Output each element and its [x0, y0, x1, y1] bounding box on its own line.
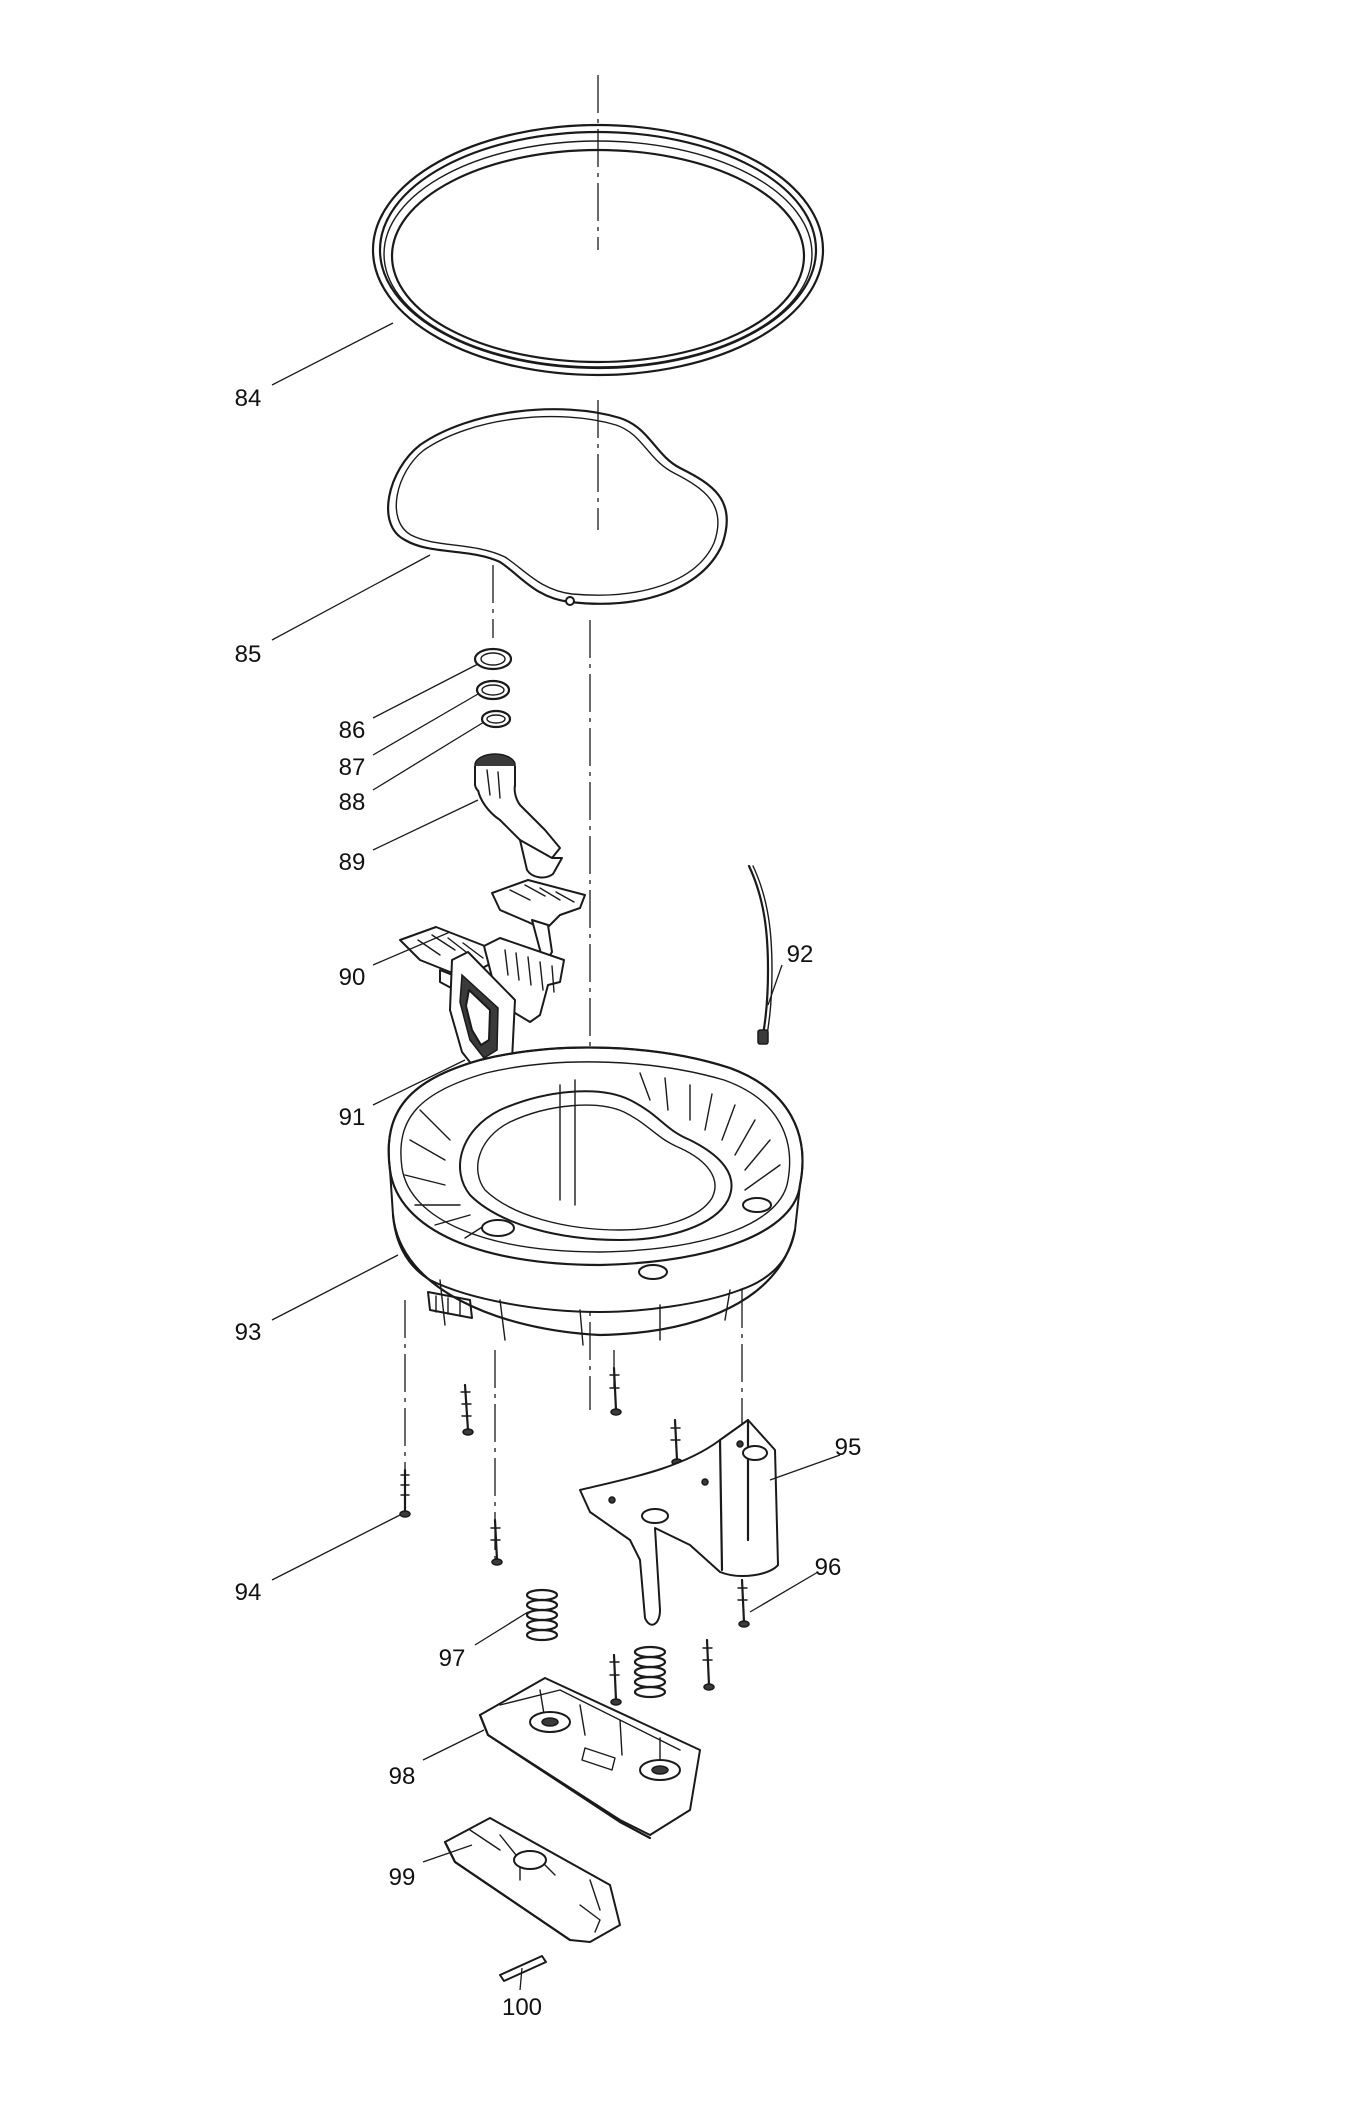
callout-97: 97 [439, 1645, 466, 1672]
wire-rod [747, 864, 773, 1045]
callout-85: 85 [235, 641, 262, 668]
callout-92: 92 [787, 941, 814, 968]
callout-96: 96 [815, 1554, 842, 1581]
pivot-pin [499, 1955, 547, 1982]
inner-gasket [387, 408, 728, 606]
compression-spring [525, 1588, 667, 1699]
screw-e [609, 1653, 622, 1706]
assembly-axes [404, 75, 743, 1560]
callout-94: 94 [235, 1579, 262, 1606]
o-ring-lower [480, 709, 512, 729]
hose-elbow [474, 753, 563, 879]
spring-right [633, 1645, 667, 1699]
outer-seal-ring [371, 123, 825, 377]
screw-bracket [737, 1578, 750, 1628]
callout-95: 95 [835, 1434, 862, 1461]
callout-100: 100 [502, 1994, 542, 2021]
screw-f [702, 1638, 715, 1691]
callout-98: 98 [389, 1763, 416, 1790]
callout-90: 90 [339, 964, 366, 991]
callout-86: 86 [339, 717, 366, 744]
screw-long [399, 1468, 411, 1518]
o-ring-upper [473, 647, 513, 671]
screw-c [609, 1366, 622, 1416]
callout-93: 93 [235, 1319, 262, 1346]
spring-left [525, 1588, 559, 1642]
o-rings [473, 647, 513, 729]
base-housing [387, 1046, 804, 1346]
o-ring-middle [475, 679, 511, 701]
screw-b [490, 1518, 503, 1566]
callout-87: 87 [339, 754, 366, 781]
callouts: 84 85 86 87 88 89 90 91 92 93 94 95 96 9… [235, 385, 862, 2021]
screw-d [670, 1418, 683, 1466]
callout-84: 84 [235, 385, 262, 412]
screw-a [460, 1383, 474, 1436]
valve-housing [449, 951, 516, 1076]
callout-91: 91 [339, 1104, 366, 1131]
lever-cradle [478, 1677, 701, 1840]
mounting-bracket [579, 1418, 779, 1626]
callout-89: 89 [339, 849, 366, 876]
callout-99: 99 [389, 1864, 416, 1891]
leader-lines [271, 322, 841, 1991]
release-lever [443, 1817, 621, 1943]
callout-88: 88 [339, 789, 366, 816]
